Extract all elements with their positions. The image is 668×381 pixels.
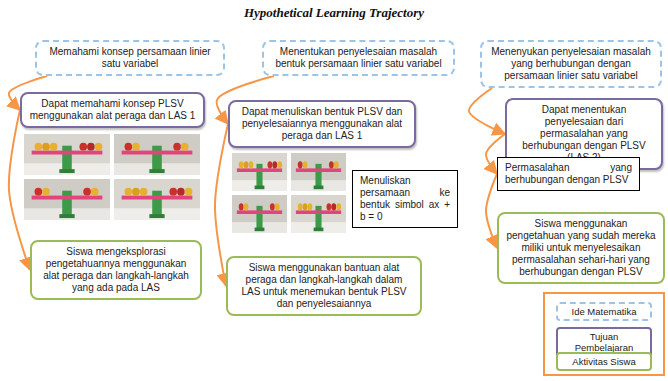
legend-item: Ide Matematika (556, 302, 652, 321)
activity-box: Siswa menggunakan pengetahuan yang sudah… (497, 212, 665, 284)
flow-arrow (486, 174, 497, 248)
node-text: Menuliskan persamaan ke bentuk simbol ax… (360, 175, 450, 223)
legend-frame: Ide MatematikaTujuan PembelajaranAktivit… (543, 292, 665, 376)
flow-arrow (9, 110, 30, 270)
node-text: Memahami konsep persamaan linier satu va… (44, 46, 216, 70)
node-text: Dapat menentukan penyelesaian dari perma… (514, 104, 654, 164)
node-text: Siswa mengeksplorasi pengetahuannya meng… (39, 246, 193, 294)
node-text: Siswa menggunakan pengetahuan yang sudah… (506, 218, 656, 278)
diagram-title: Hypothetical Learning Trajectory (0, 5, 668, 21)
legend-item: Aktivitas Siswa (556, 352, 652, 371)
legend-text: Aktivitas Siswa (572, 356, 635, 367)
goal-box: Dapat menuliskan bentuk PLSV dan penyele… (228, 100, 416, 148)
title-text: Hypothetical Learning Trajectory (244, 5, 424, 20)
node-text: Menentukan penyelesaian masalah bentuk p… (271, 46, 446, 70)
legend-text: Tujuan Pembelajaran (575, 331, 634, 353)
goal-box: Dapat memahami konsep PLSV menggunakan a… (20, 92, 205, 128)
activity-box: Siswa menggunakan bantuan alat peraga da… (226, 256, 422, 316)
note-box: Menuliskan persamaan ke bentuk simbol ax… (352, 170, 458, 228)
idea-box: Menenyukan penyelesaian masalah yang ber… (480, 40, 662, 88)
node-text: Dapat menuliskan bentuk PLSV dan penyele… (237, 106, 407, 142)
node-text: Permasalahan yang berhubungan dengan PLS… (505, 162, 632, 186)
activity-box: Siswa mengeksplorasi pengetahuannya meng… (30, 240, 202, 300)
note-box: Permasalahan yang berhubungan dengan PLS… (497, 157, 640, 191)
node-text: Dapat memahami konsep PLSV menggunakan a… (29, 98, 196, 122)
node-text: Menenyukan penyelesaian masalah yang ber… (489, 46, 653, 82)
legend-text: Ide Matematika (572, 306, 637, 317)
idea-box: Memahami konsep persamaan linier satu va… (35, 40, 225, 76)
idea-box: Menentukan penyelesaian masalah bentuk p… (262, 40, 455, 76)
flow-arrow (469, 88, 505, 134)
node-text: Siswa menggunakan bantuan alat peraga da… (235, 262, 413, 310)
